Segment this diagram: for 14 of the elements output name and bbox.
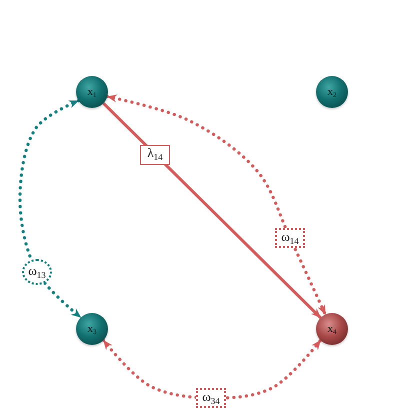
node-label: x$_{1}$: [88, 86, 96, 98]
dotted-arrow: [102, 338, 322, 400]
node-label: x$_{3}$: [88, 324, 96, 334]
node-label: x$_{2}$: [328, 86, 336, 98]
node-label: x$_{4}$: [328, 324, 336, 334]
sphere-node: [316, 313, 348, 345]
sphere-node: [76, 313, 108, 345]
sphere-node: [316, 76, 348, 108]
edge-label: λ$_{14}$: [140, 145, 170, 165]
dotted-arrow: [18, 99, 82, 320]
edge-label: ω$_{13}$: [22, 259, 52, 285]
edge-label: ω$_{34}$: [196, 388, 226, 408]
edge-label: ω$_{14}$: [275, 228, 305, 248]
sphere-node: [76, 76, 108, 108]
